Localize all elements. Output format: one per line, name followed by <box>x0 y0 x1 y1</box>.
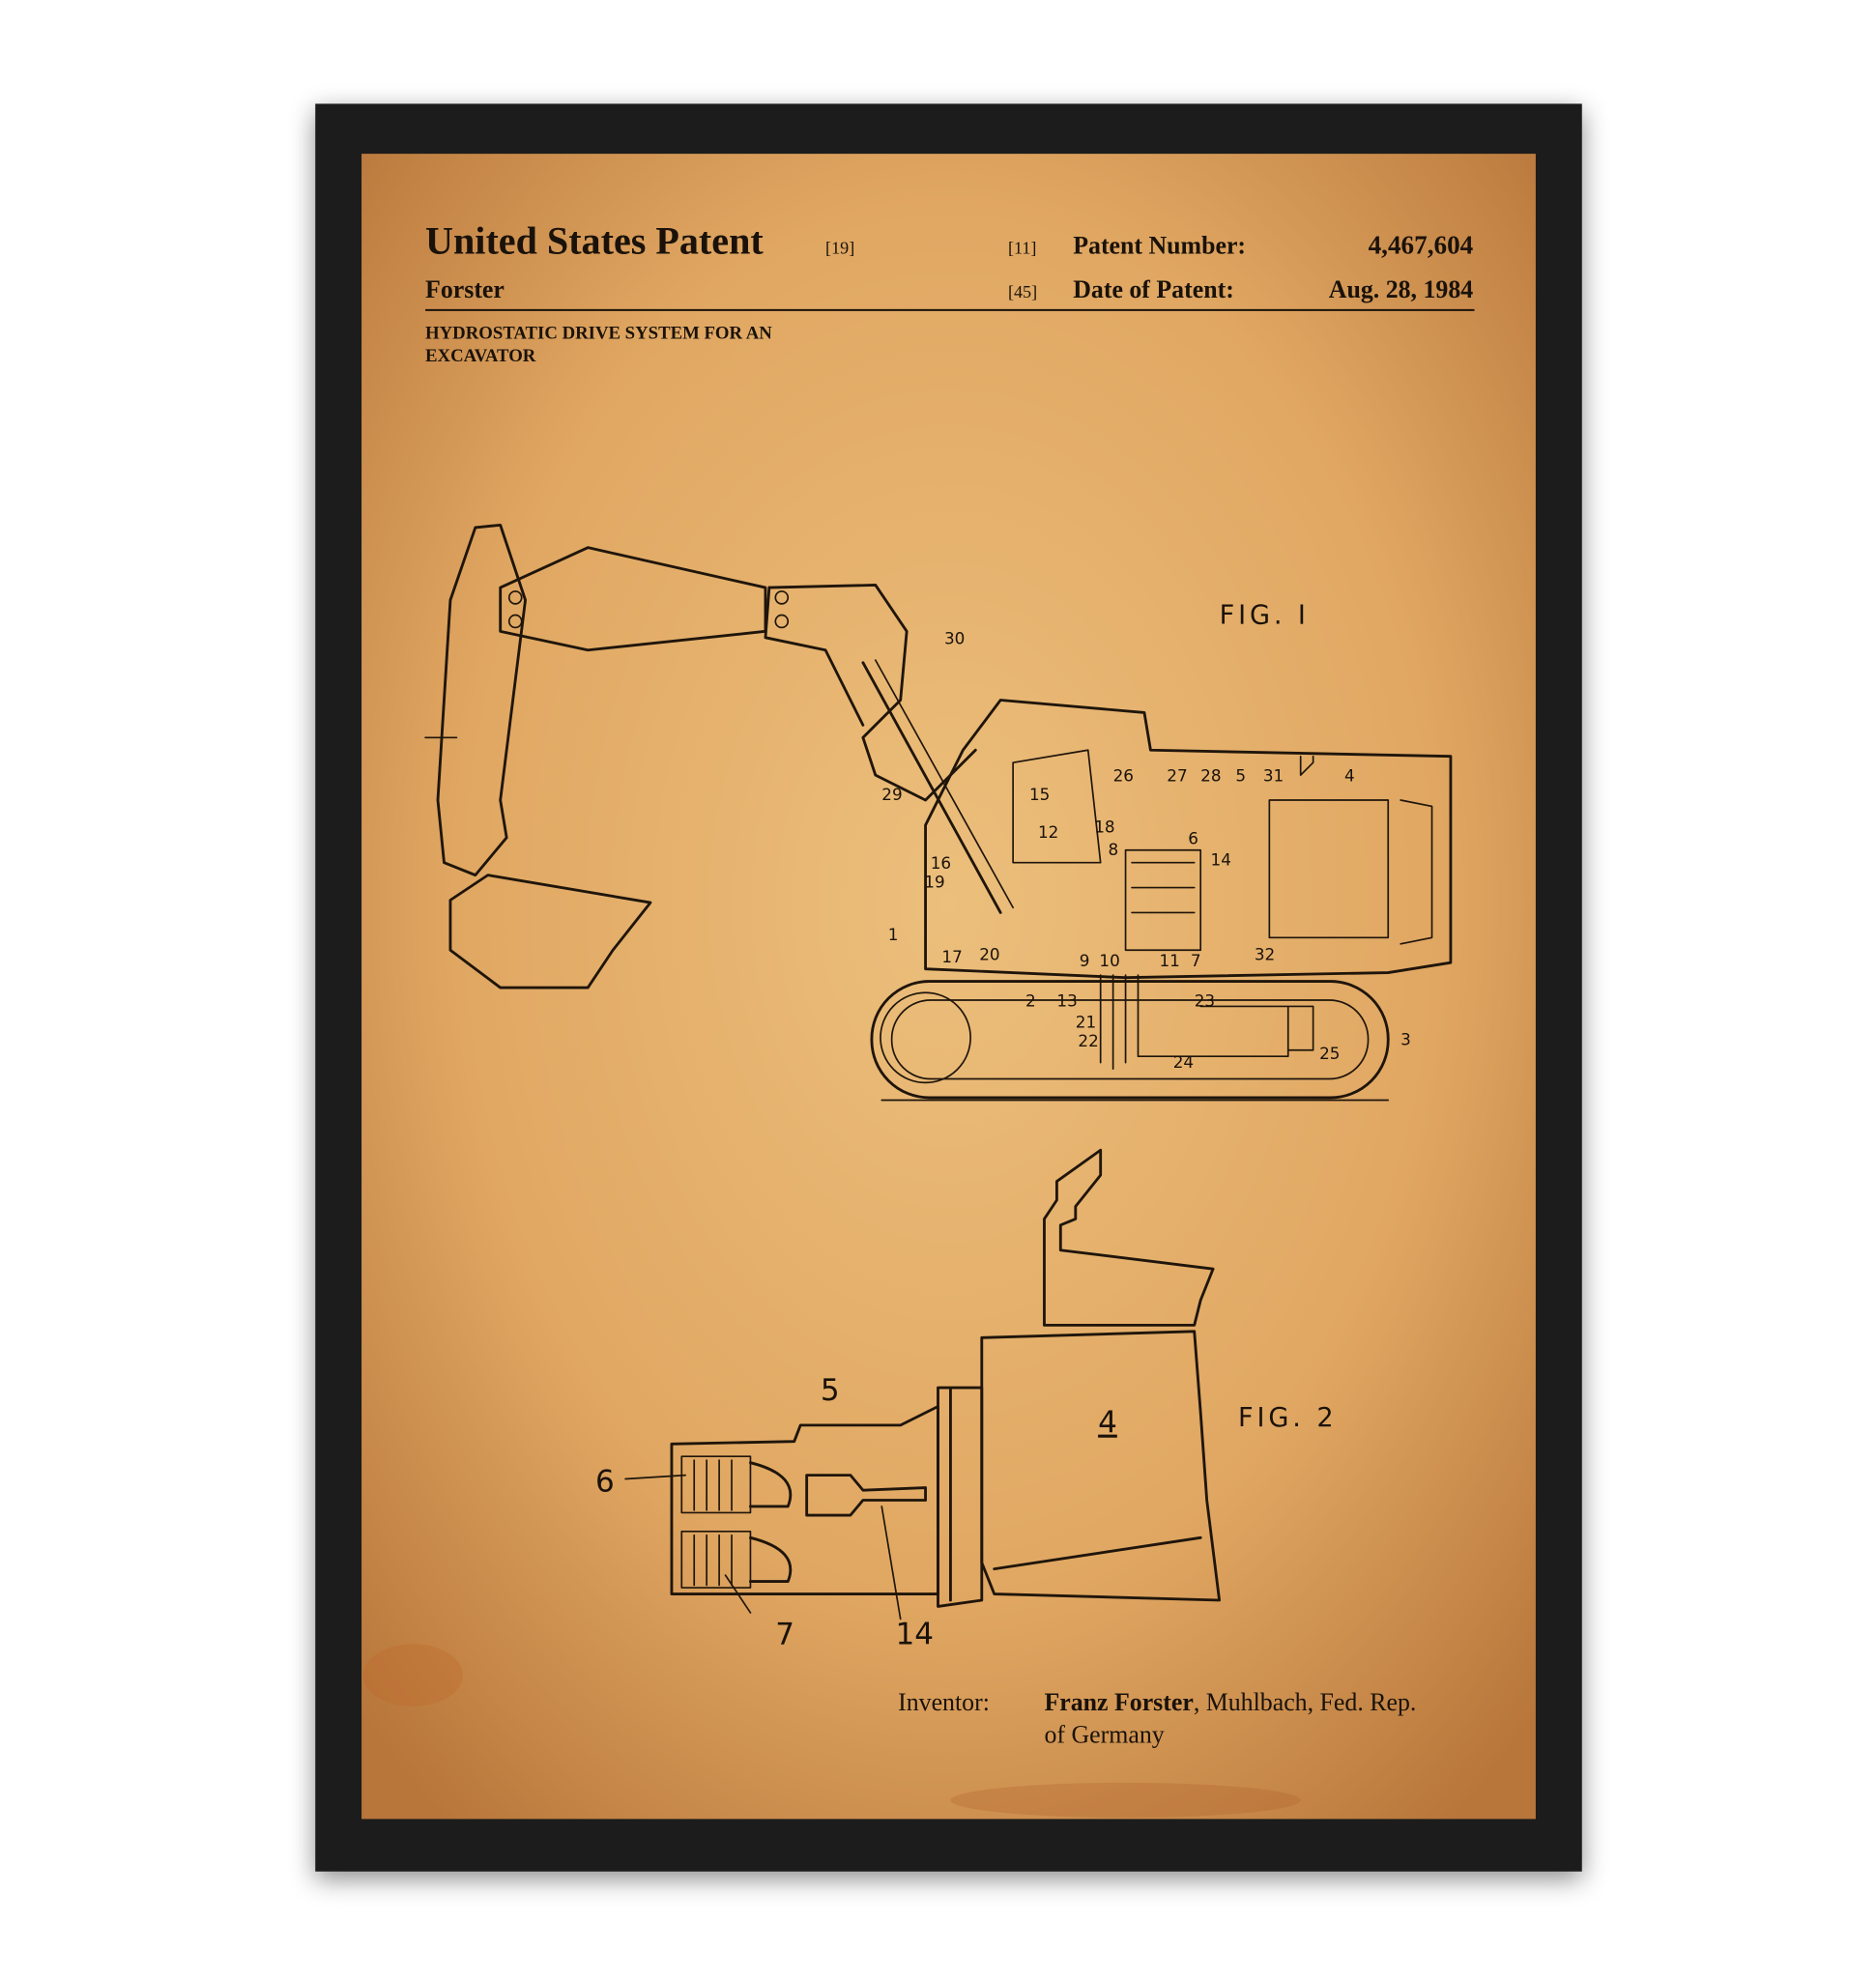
ref-numeral: 9 <box>1080 951 1090 970</box>
arm <box>499 546 767 652</box>
ref-numeral: 14 <box>1211 849 1231 869</box>
inventor-location: , Muhlbach, Fed. Rep. <box>1194 1688 1417 1716</box>
number-ref: [11] <box>1008 239 1037 258</box>
boom <box>767 584 977 802</box>
figure-1-excavator-drawing: FIG. I 30 29 15 12 18 16 <box>424 523 1453 1102</box>
invention-title-line2: EXCAVATOR <box>425 346 536 366</box>
inventor-line1: Franz Forster, Muhlbach, Fed. Rep. <box>1044 1688 1416 1716</box>
ref-numeral: 5 <box>1235 766 1246 786</box>
ref-numeral: 13 <box>1056 990 1077 1010</box>
ref-numeral: 19 <box>924 873 944 892</box>
ref-numeral: 1 <box>888 925 899 944</box>
ref-numeral: 10 <box>1099 951 1119 970</box>
fig1-label: FIG. I <box>1220 601 1310 631</box>
invention-title-line1: HYDROSTATIC DRIVE SYSTEM FOR AN <box>425 324 772 344</box>
ref-numeral: 27 <box>1167 766 1187 786</box>
ref-numeral: 14 <box>896 1617 935 1651</box>
exhaust-stack <box>1043 1148 1215 1327</box>
pump-housing <box>670 1405 939 1595</box>
ref-numeral: 12 <box>1038 822 1058 842</box>
ref-numeral: 4 <box>1344 766 1355 786</box>
ref-numeral: 11 <box>1159 951 1179 970</box>
inventor-label: Inventor: <box>898 1688 990 1716</box>
ref-numeral: 5 <box>821 1373 840 1408</box>
ref-numeral: 3 <box>1400 1030 1411 1049</box>
boom-cylinder <box>861 661 1002 914</box>
fig2-label: FIG. 2 <box>1238 1403 1338 1433</box>
engine-block <box>980 1330 1222 1602</box>
ref-numeral: 7 <box>775 1617 794 1651</box>
ref-numeral: 29 <box>881 785 902 804</box>
stick <box>436 523 527 877</box>
ref-numeral: 6 <box>1188 828 1198 847</box>
drive-shaft <box>805 1474 927 1517</box>
inventor-name: Franz Forster <box>1044 1688 1193 1716</box>
ref-numeral: 26 <box>1113 766 1134 786</box>
ref-numeral: 31 <box>1263 766 1284 786</box>
ref-numeral: 24 <box>1173 1052 1194 1072</box>
fig1-reference-numerals: 30 29 15 12 18 16 19 1 17 20 26 27 28 5 … <box>881 628 1411 1072</box>
ref-numeral: 32 <box>1255 945 1275 964</box>
ref-numeral: 8 <box>1108 840 1118 859</box>
date-ref: [45] <box>1008 282 1037 301</box>
figure-2-engine-drawing: FIG. 2 4 5 6 7 14 <box>595 1148 1338 1651</box>
stain <box>950 1782 1301 1819</box>
ref-numeral: 6 <box>595 1464 615 1499</box>
ref-numeral: 20 <box>979 945 999 964</box>
ref-numeral: 16 <box>931 853 951 873</box>
track <box>870 980 1390 1100</box>
ref-numeral: 28 <box>1200 766 1221 786</box>
ref-numeral: 7 <box>1191 951 1201 970</box>
ref-numeral: 21 <box>1076 1012 1096 1031</box>
ref-numeral: 25 <box>1319 1044 1340 1063</box>
inventor-block: Inventor: Franz Forster, Muhlbach, Fed. … <box>898 1688 1416 1749</box>
ref-numeral: 30 <box>944 628 965 647</box>
ref-numeral: 15 <box>1029 785 1050 804</box>
ref-numeral: 17 <box>941 947 962 966</box>
stain <box>362 1644 463 1707</box>
ref-numeral: 22 <box>1078 1031 1098 1050</box>
ref-numeral: 2 <box>1025 990 1036 1010</box>
patent-date: Aug. 28, 1984 <box>1329 275 1473 303</box>
inventor-location-line2: of Germany <box>1044 1720 1164 1748</box>
patent-header: United States Patent [19] Forster [11] P… <box>425 219 1475 366</box>
ref-numeral: 18 <box>1094 817 1114 837</box>
date-label: Date of Patent: <box>1073 275 1234 303</box>
inventor-surname: Forster <box>425 275 505 303</box>
patent-number-label: Patent Number: <box>1073 232 1246 260</box>
bucket <box>448 874 652 990</box>
ref-numeral: 23 <box>1195 990 1215 1010</box>
title-ref: [19] <box>825 239 854 258</box>
patent-number: 4,467,604 <box>1369 231 1474 260</box>
document-title: United States Patent <box>425 219 764 263</box>
ref-numeral: 4 <box>1098 1406 1117 1441</box>
